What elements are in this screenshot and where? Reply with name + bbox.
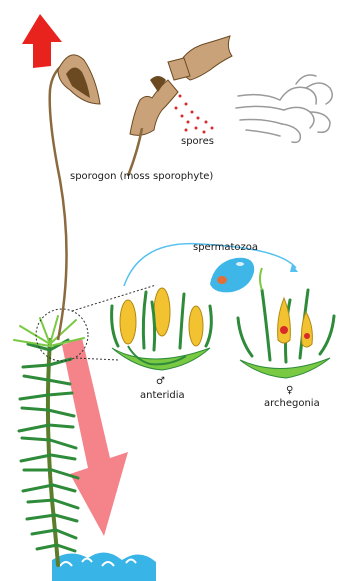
male-symbol-icon: ♂ <box>156 377 165 387</box>
spores-dots <box>175 95 214 134</box>
water-splash <box>52 552 156 581</box>
capsule-lid <box>168 36 232 80</box>
spermatozoa-label: spermatozoa <box>193 243 258 253</box>
sporogon-label: sporogon (moss sporophyte) <box>70 172 213 182</box>
sporophyte-stalk <box>50 64 67 340</box>
magnifier-ring <box>36 285 156 361</box>
archegonia-cluster <box>238 268 334 378</box>
anteridia-label: anteridia <box>140 391 185 401</box>
spermatozoon <box>210 258 254 293</box>
closed-capsule <box>58 55 100 104</box>
up-arrow <box>22 14 62 68</box>
spores-label: spores <box>181 137 214 147</box>
female-symbol-icon: ♀ <box>286 386 293 396</box>
open-capsule <box>128 76 178 176</box>
antheridia-cluster <box>112 288 212 370</box>
archegonia-label: archegonia <box>264 399 320 409</box>
wind-icon <box>236 75 332 142</box>
